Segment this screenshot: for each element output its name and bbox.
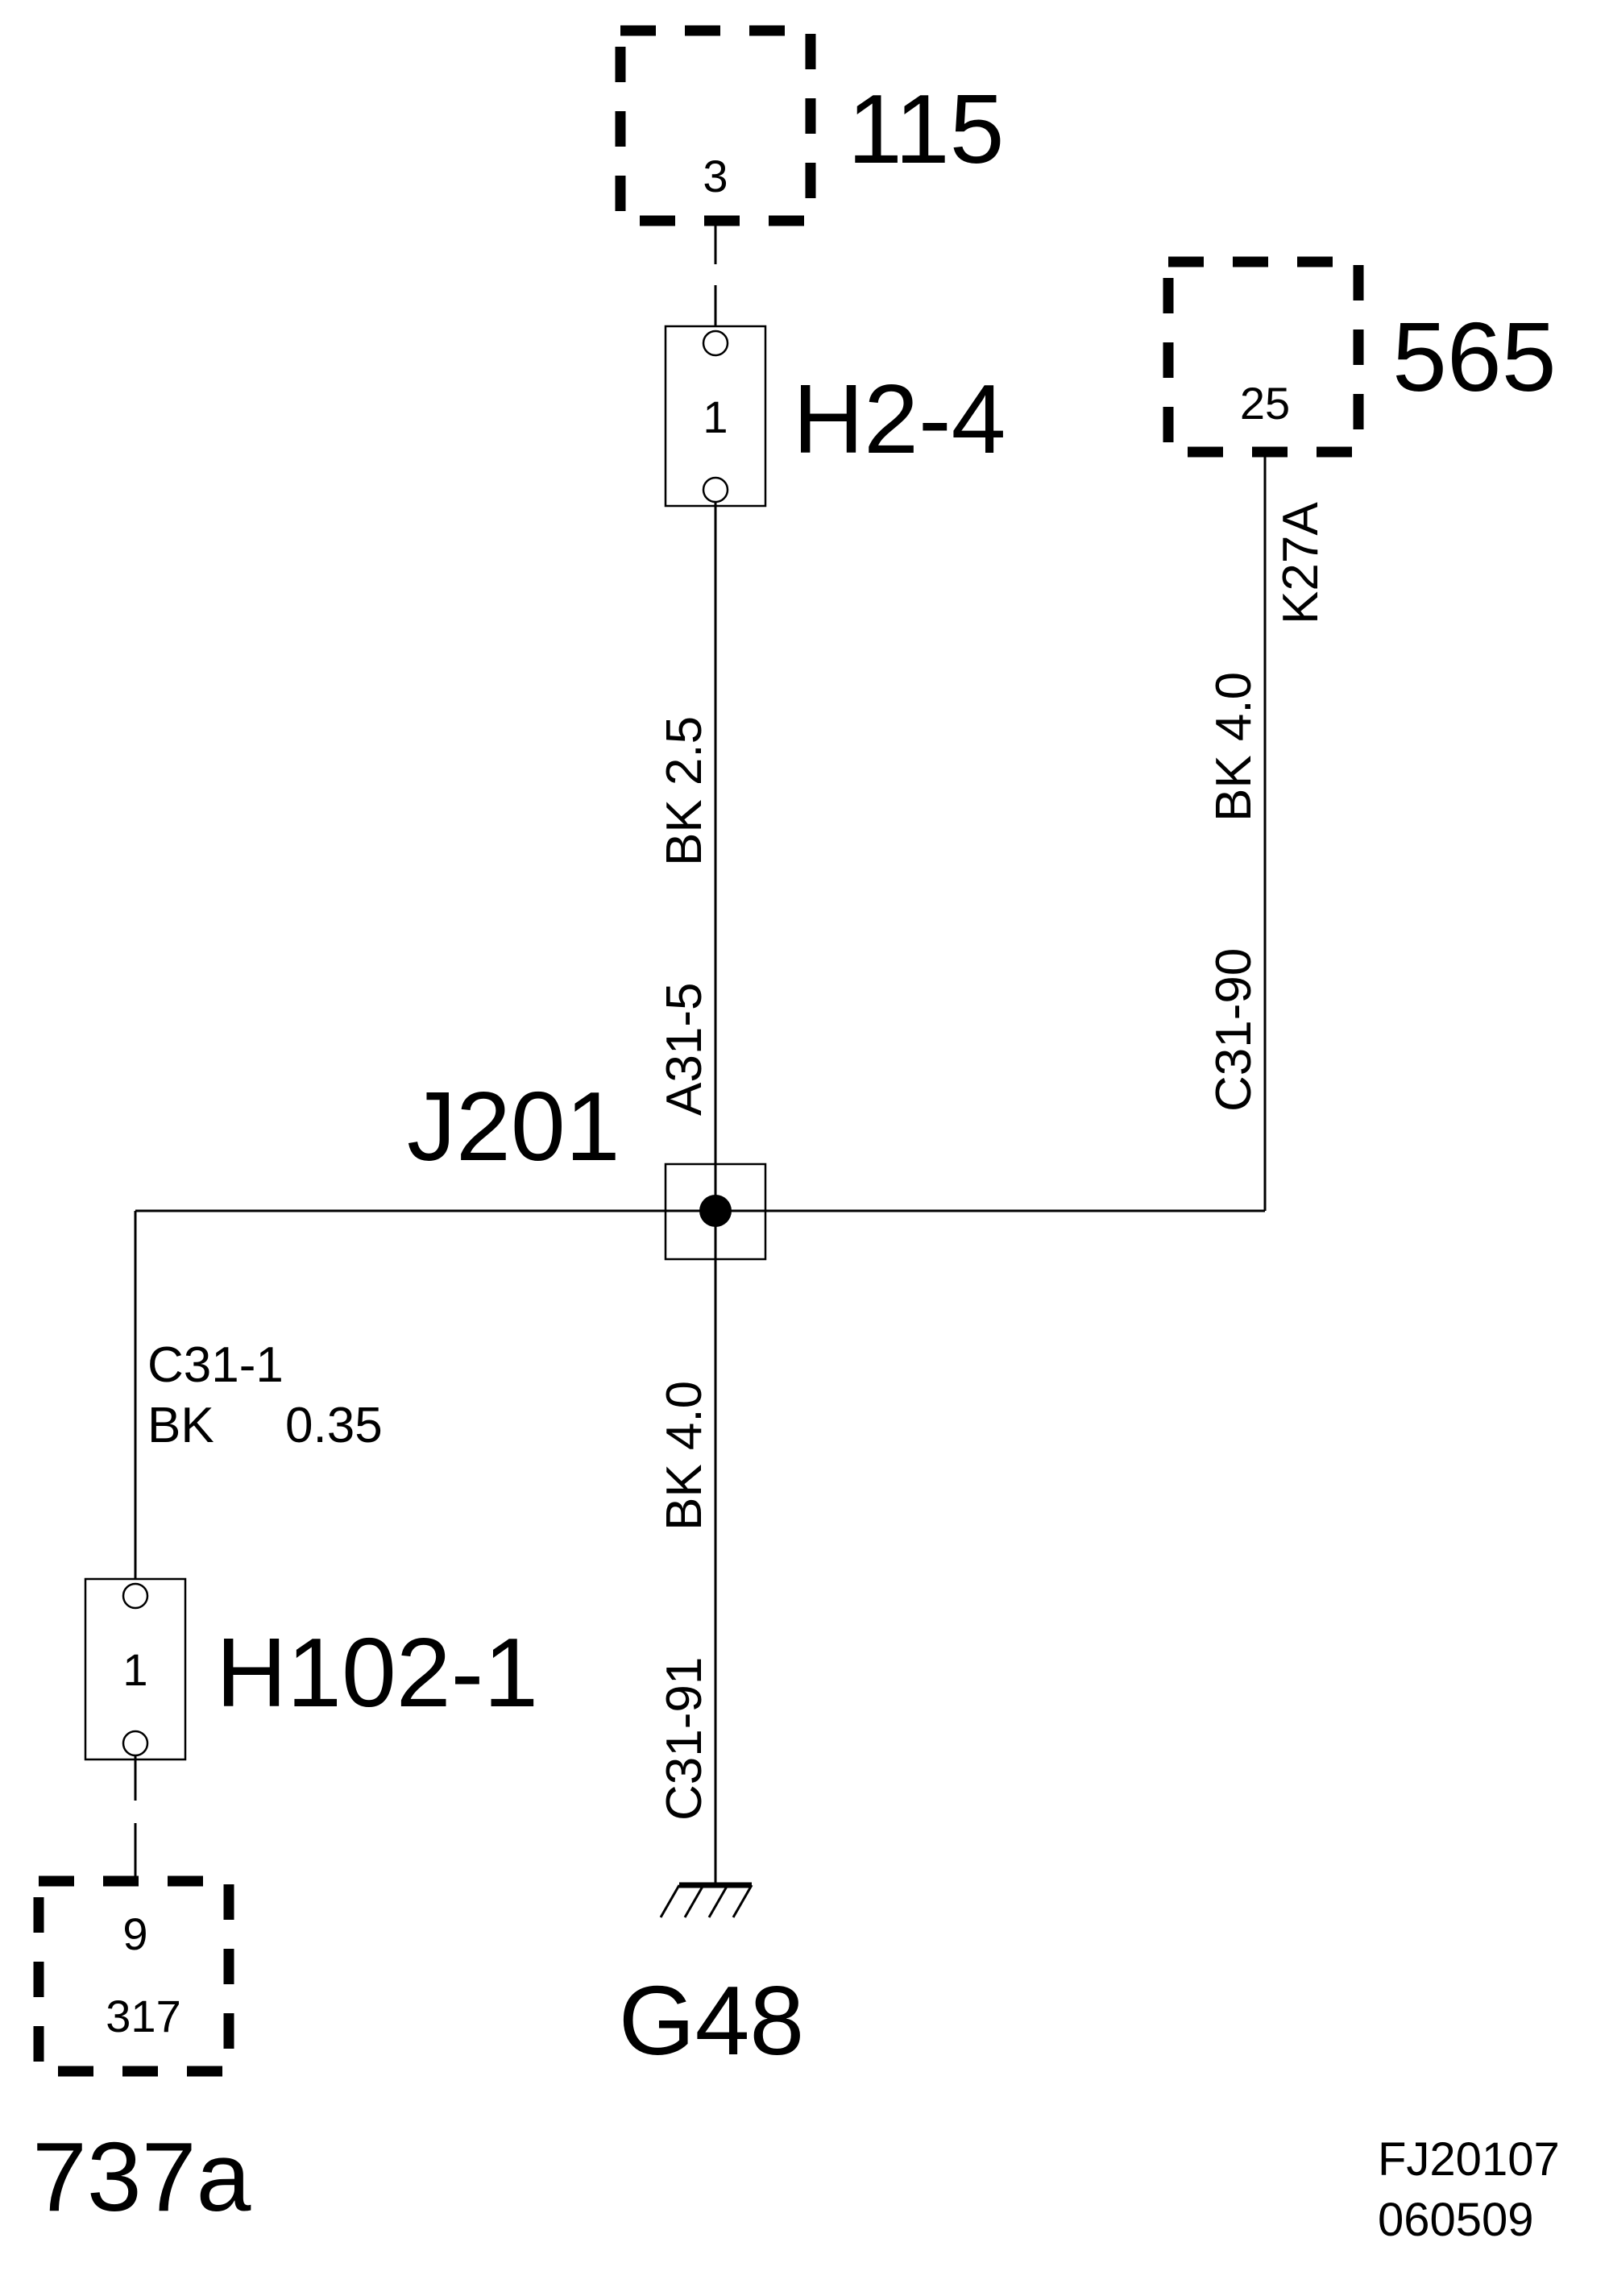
component-565-pin: 25	[1240, 378, 1290, 429]
wire-bottom-circuit: C31-91	[657, 1657, 712, 1821]
component-737a-box	[33, 1875, 234, 2077]
wire-right-extra: K27A	[1273, 502, 1329, 624]
connector-h2-4-bottom-terminal	[702, 476, 729, 504]
wire-bottom-color-size: BK 4.0	[657, 1381, 712, 1531]
component-115-pin: 3	[703, 151, 728, 201]
component-565-label: 565	[1392, 302, 1557, 412]
connector-h102-1-top-terminal	[122, 1582, 149, 1610]
connector-h2-4-pin: 1	[703, 392, 728, 442]
wire-top-circuit: A31-5	[657, 983, 712, 1116]
ground-g48-label: G48	[619, 1966, 805, 2075]
component-737a-sub: 317	[106, 1991, 180, 2041]
junction-j201-dot	[699, 1195, 732, 1227]
junction-j201-label: J201	[407, 1071, 620, 1181]
component-737a-pin: 9	[122, 1908, 147, 1959]
footer-code-1: FJ20107	[1378, 2133, 1560, 2186]
connector-h102-1-pin: 1	[122, 1644, 147, 1695]
component-565-box	[1163, 256, 1364, 458]
wire-left-size: 0.35	[285, 1398, 383, 1453]
connector-h102-1-body	[84, 1577, 187, 1761]
wire-left-color: BK	[147, 1398, 214, 1453]
component-737a[interactable]: 9 317	[33, 1875, 234, 2077]
ground-tick-2	[683, 1884, 705, 1918]
wire-left-circuit: C31-1	[147, 1337, 284, 1393]
connector-h2-4-label: H2-4	[793, 364, 1006, 474]
connector-h2-4[interactable]: 1	[664, 325, 767, 508]
ground-tick-4	[732, 1884, 753, 1918]
connector-h2-4-top-terminal	[702, 329, 729, 357]
connector-h102-1-label: H102-1	[216, 1618, 538, 1727]
connector-h102-1[interactable]: 1	[84, 1577, 187, 1761]
wire-right-color-size: BK 4.0	[1206, 672, 1262, 822]
ground-tick-1	[659, 1884, 681, 1918]
component-115[interactable]: 3	[615, 25, 816, 226]
wire-right-circuit: C31-90	[1206, 948, 1262, 1112]
connector-h102-1-bottom-terminal	[122, 1730, 149, 1757]
ground-tick-3	[707, 1884, 729, 1918]
footer-code-2: 060509	[1378, 2194, 1534, 2246]
wire-top-color-size: BK 2.5	[657, 716, 712, 866]
component-115-label: 115	[848, 74, 1005, 184]
component-737a-label: 737a	[32, 2122, 251, 2232]
junction-j201[interactable]	[664, 1163, 767, 1261]
ground-g48-symbol[interactable]	[659, 1882, 753, 1918]
component-565[interactable]: 25	[1163, 256, 1364, 458]
